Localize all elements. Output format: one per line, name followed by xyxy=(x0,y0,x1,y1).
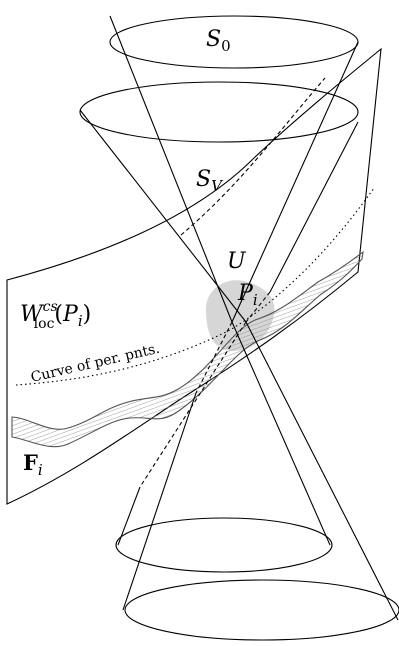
lower-cone-top-ellipse xyxy=(115,517,333,573)
label-SV: SV xyxy=(196,167,224,195)
hidden-segments xyxy=(139,77,326,488)
upper-cone-ellipse-SV xyxy=(79,81,359,143)
invariant-band xyxy=(11,250,364,448)
label-S0: S0 xyxy=(206,27,231,55)
cone-generators xyxy=(79,15,399,621)
surface-sheet xyxy=(6,47,382,505)
label-U: U xyxy=(227,249,247,274)
upper-cone-ellipse-S0 xyxy=(109,15,359,69)
label-Pi: Pi xyxy=(237,281,258,309)
lower-cone-bottom-ellipse xyxy=(124,579,399,641)
label-Fi: Fi xyxy=(23,450,43,479)
periodic-points-curve xyxy=(15,187,375,386)
